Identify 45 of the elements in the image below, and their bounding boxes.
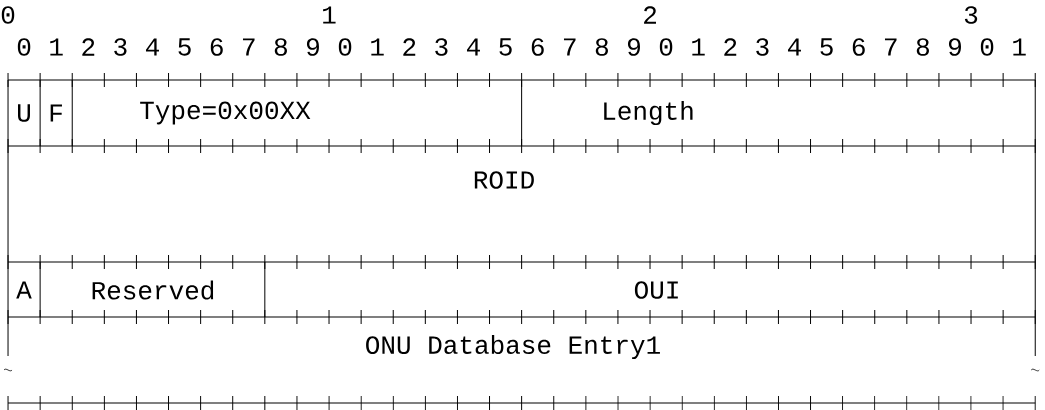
bit-number: 9 (948, 38, 961, 56)
field-label: OUI (634, 281, 678, 299)
bit-number: 1 (371, 38, 384, 56)
bit-number: 6 (210, 38, 223, 56)
bit-number: 6 (852, 38, 865, 56)
bit-number: 2 (724, 38, 737, 56)
bit-number: 3 (756, 38, 769, 56)
field-label: ONU Database Entry1 (366, 334, 660, 360)
field-label: U (18, 104, 30, 122)
scale-number: 3 (964, 6, 978, 24)
scale-number: 2 (644, 6, 656, 24)
bit-number: 9 (306, 38, 319, 56)
bit-number: 0 (980, 38, 994, 56)
bit-number: 8 (274, 38, 287, 56)
bit-number: 4 (788, 38, 801, 56)
field-label: A (16, 281, 32, 299)
bit-number: 7 (243, 38, 255, 56)
bit-number: 9 (627, 38, 640, 56)
bit-number: 6 (531, 38, 544, 56)
bit-number: 8 (916, 38, 929, 56)
field-label: ROID (474, 171, 534, 189)
bit-number: 5 (820, 38, 833, 56)
field-label: Length (604, 100, 693, 126)
bit-number: 0 (338, 38, 352, 56)
bit-number: 4 (467, 38, 480, 56)
bit-number: 5 (499, 38, 512, 56)
bit-number: 1 (692, 38, 705, 56)
bit-number: 7 (564, 38, 576, 56)
bit-number: 8 (595, 38, 608, 56)
bit-number: 1 (50, 38, 63, 56)
bit-number: 7 (885, 38, 897, 56)
field-label: F (50, 104, 62, 122)
bit-number: 0 (17, 38, 31, 56)
scale-number: 0 (1, 6, 15, 24)
field-label: Type=0x00XX (140, 101, 311, 125)
bit-number: 0 (659, 38, 673, 56)
bit-number: 2 (403, 38, 416, 56)
field-label: Reserved (92, 280, 214, 300)
bit-number: 5 (178, 38, 191, 56)
scale-number: 1 (323, 6, 336, 24)
bit-number: 3 (114, 38, 127, 56)
bit-number: 4 (146, 38, 159, 56)
bit-number: 1 (1013, 38, 1026, 56)
bit-number: 3 (435, 38, 448, 56)
bit-number: 2 (82, 38, 95, 56)
